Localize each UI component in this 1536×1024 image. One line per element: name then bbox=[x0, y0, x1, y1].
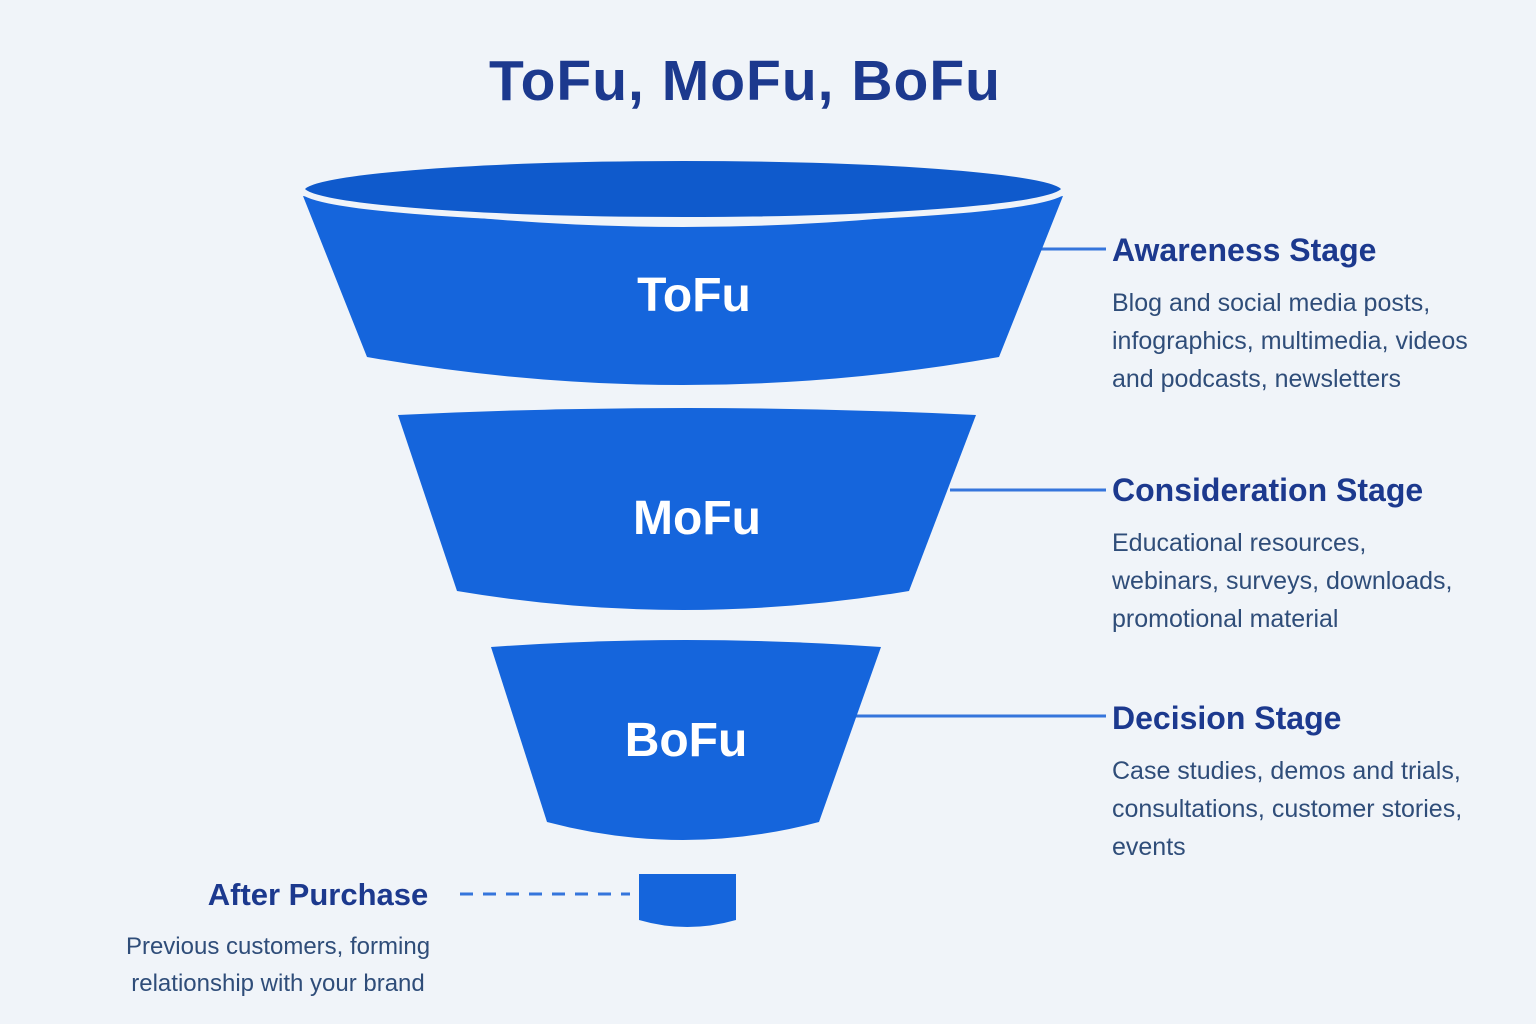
after-purchase-heading: After Purchase bbox=[207, 877, 429, 912]
stage-block-consideration: Consideration Stage Educational resource… bbox=[1112, 472, 1524, 638]
stage-block-decision: Decision Stage Case studies, demos and t… bbox=[1112, 700, 1524, 866]
funnel-label-tofu: ToFu bbox=[637, 269, 751, 322]
stage-description-decision: Case studies, demos and trials, consulta… bbox=[1112, 757, 1463, 861]
funnel-segment-mofu bbox=[398, 408, 976, 610]
page-title: ToFu, MoFu, BoFu bbox=[489, 49, 1001, 113]
stage-description-awareness: Blog and social media posts, infographic… bbox=[1112, 289, 1468, 393]
funnel-mouth-ellipse bbox=[299, 155, 1067, 223]
after-purchase-description: Previous customers, forming relationship… bbox=[125, 933, 431, 997]
funnel-label-mofu: MoFu bbox=[633, 492, 761, 545]
stage-block-awareness: Awareness Stage Blog and social media po… bbox=[1112, 232, 1524, 398]
funnel-segment-bofu bbox=[491, 640, 881, 840]
stage-heading-awareness: Awareness Stage bbox=[1112, 232, 1377, 268]
stage-heading-consideration: Consideration Stage bbox=[1112, 472, 1424, 508]
stage-description-consideration: Educational resources, webinars, surveys… bbox=[1112, 529, 1453, 633]
funnel-segment-tofu bbox=[303, 196, 1063, 385]
stage-heading-decision: Decision Stage bbox=[1112, 700, 1342, 736]
funnel-label-bofu: BoFu bbox=[624, 714, 748, 767]
funnel-stem bbox=[639, 874, 736, 927]
